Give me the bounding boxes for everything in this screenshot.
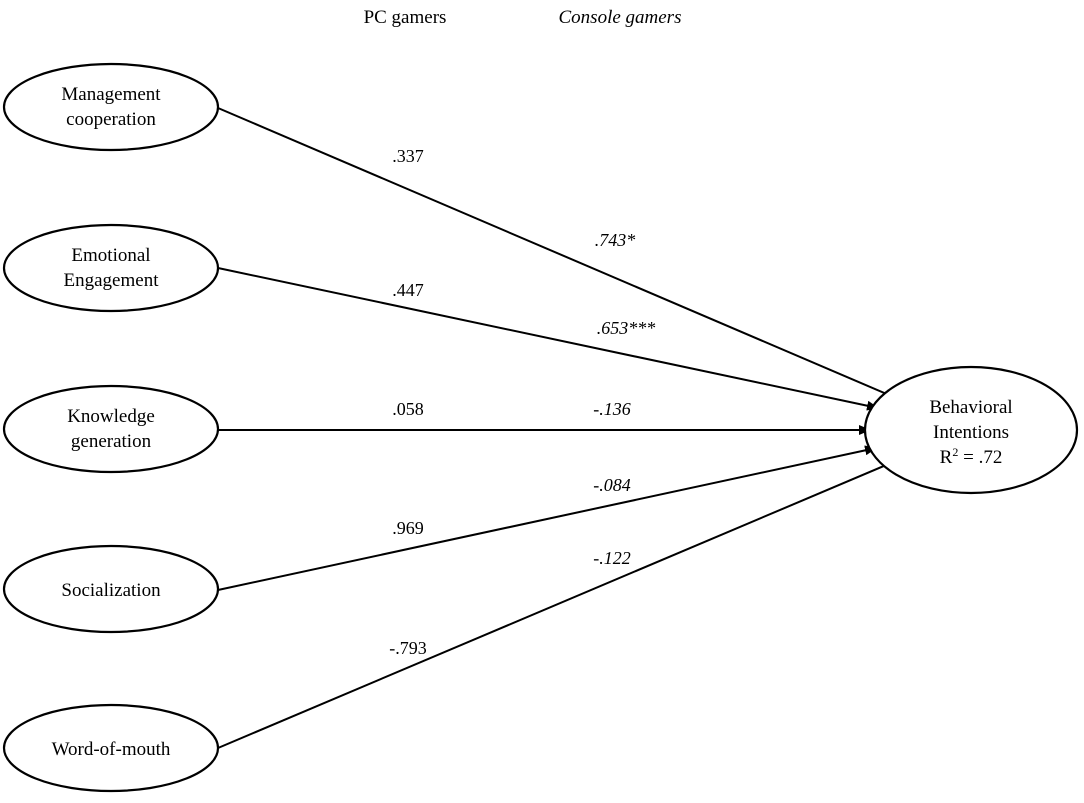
node-management-line2: cooperation [66, 109, 156, 130]
node-behavioral-line1: Behavioral [929, 397, 1012, 418]
coef-socialization-pc: .969 [392, 518, 424, 538]
coef-emotional-pc: .447 [392, 280, 424, 300]
r2-value: = .72 [958, 447, 1002, 468]
node-knowledge-line2: generation [71, 431, 152, 452]
legend-console-gamers: Console gamers [559, 7, 682, 28]
node-wom-label: Word-of-mouth [52, 739, 171, 760]
node-emotional-line2: Engagement [64, 270, 160, 291]
legend-pc-gamers: PC gamers [364, 7, 447, 28]
path-wom-to-behavioral [217, 459, 899, 749]
coef-management-pc: .337 [392, 146, 424, 166]
node-word-of-mouth: Word-of-mouth [2, 703, 220, 793]
coef-emotional-console: .653*** [597, 318, 656, 338]
node-behavioral-line2: Intentions [933, 422, 1009, 443]
coef-socialization-console: -.084 [593, 475, 631, 495]
path-management-to-behavioral [217, 107, 897, 399]
coef-knowledge-console: -.136 [593, 399, 631, 419]
node-management-line1: Management [61, 84, 161, 105]
node-emotional-line1: Emotional [71, 245, 150, 266]
node-socialization-label: Socialization [61, 580, 161, 601]
coef-knowledge-pc: .058 [392, 399, 424, 419]
node-knowledge-generation: Knowledge generation [2, 384, 220, 474]
r2-label: R [940, 447, 953, 468]
node-management-cooperation: Management cooperation [2, 62, 220, 152]
coef-management-console: .743* [595, 230, 636, 250]
r2-superscript: 2 [952, 445, 958, 459]
node-socialization: Socialization [2, 544, 220, 634]
node-emotional-engagement: Emotional Engagement [2, 223, 220, 313]
coef-wom-pc: -.793 [389, 638, 427, 658]
path-emotional-to-behavioral [217, 267, 879, 411]
node-behavioral-intentions: Behavioral Intentions R2 = .72 [863, 365, 1079, 495]
coef-wom-console: -.122 [593, 548, 631, 568]
path-socialization-to-behavioral [217, 445, 877, 591]
node-knowledge-line1: Knowledge [67, 406, 155, 427]
node-behavioral-r2: R2 = .72 [940, 445, 1003, 468]
